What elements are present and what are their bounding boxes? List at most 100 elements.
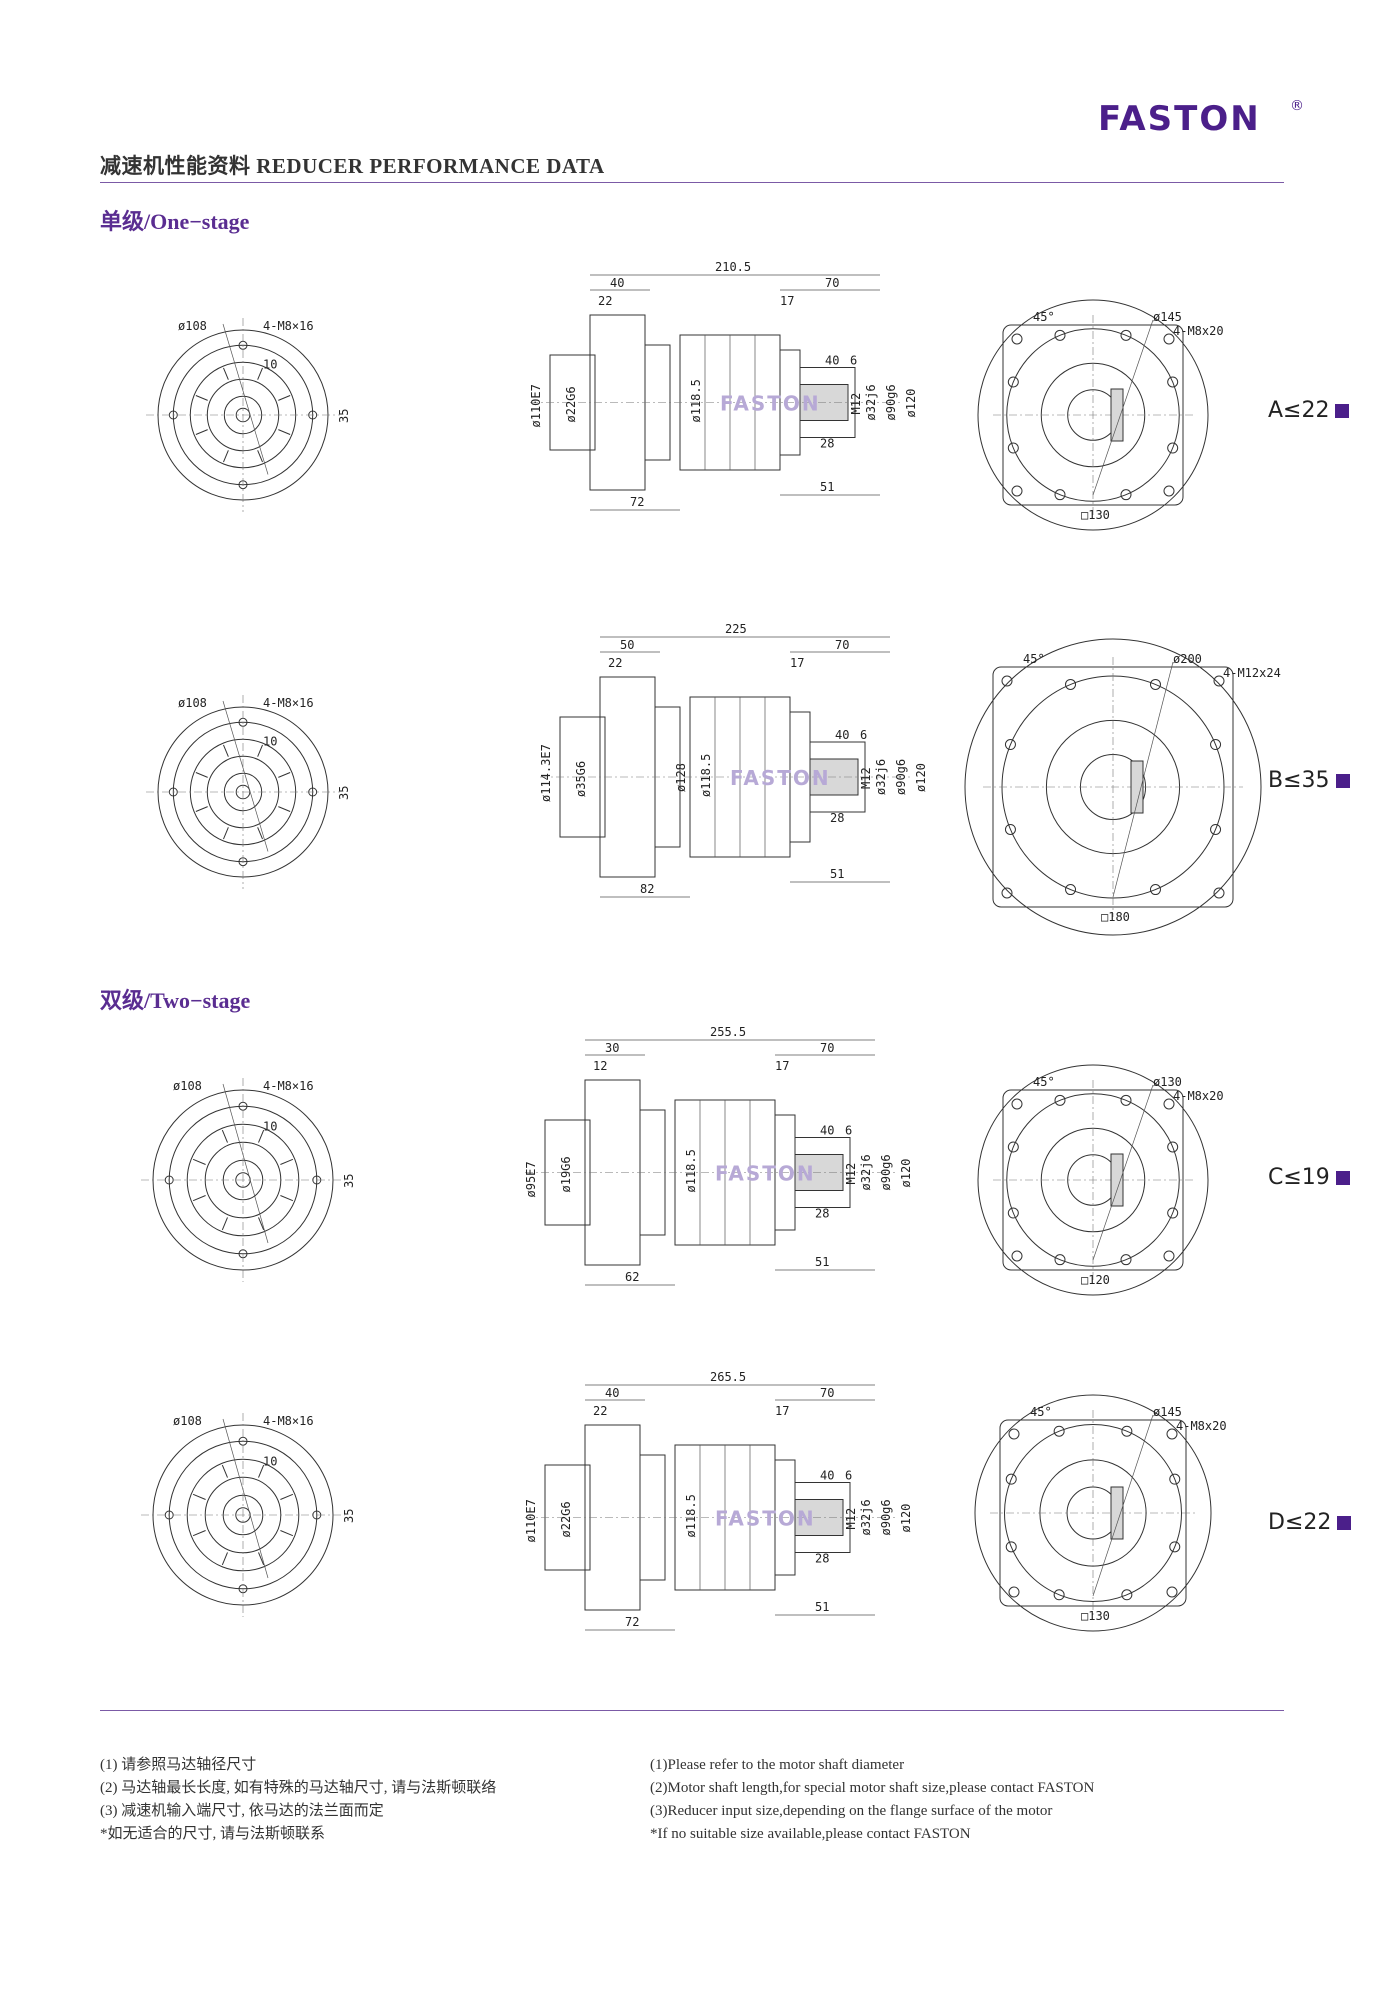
front-rib (223, 367, 229, 380)
section-two-stage: 双级/Two−stage (100, 988, 251, 1013)
label-d22: 12 (593, 1059, 607, 1073)
bolt-hole-icon (1004, 823, 1016, 835)
bolt-hole-icon (1120, 329, 1132, 341)
label-total-length: 225 (725, 622, 747, 636)
bolt-hole-icon (1210, 823, 1222, 835)
label-body-dia-2: ø118.5 (699, 754, 713, 797)
corner-hole-icon (1163, 1250, 1175, 1262)
label-bore-dia: ø22G6 (559, 1501, 573, 1537)
front-rib (195, 395, 208, 401)
label-square-size: □180 (1101, 910, 1130, 924)
label-end-holes: 4-M8x20 (1173, 324, 1224, 338)
bolt-hole-icon (1210, 739, 1222, 751)
front-rib (257, 744, 263, 757)
bolt-hole-icon (1004, 739, 1016, 751)
model-label-b: B≤35 (1268, 768, 1350, 793)
front-rib (258, 1217, 265, 1231)
brand-text: FASTON (1098, 99, 1261, 139)
label-shoulder-dia: ø90g6 (879, 1499, 893, 1535)
section-one-stage: 单级/One−stage (100, 209, 250, 234)
key-section (1110, 388, 1124, 442)
label-flange-length: 40 (605, 1386, 619, 1400)
label-d51: 51 (830, 867, 844, 881)
label-d51: 51 (820, 480, 834, 494)
label-shoulder-dia: ø90g6 (884, 384, 898, 420)
label-flange-dia: ø110E7 (529, 384, 543, 427)
bolt-hole-icon (1120, 489, 1132, 501)
note-cn-4: *如无适合的尺寸, 请与法斯顿联系 (100, 1826, 326, 1842)
bolt-hole-icon (1007, 1207, 1019, 1219)
leader-line (222, 1418, 269, 1579)
label-bolt-circle: ø108 (173, 1079, 202, 1093)
label-thread: M12 (859, 767, 873, 789)
label-d72: 72 (630, 495, 644, 509)
label-output-length: 70 (825, 276, 839, 290)
bolt-hole-icon (1120, 1094, 1132, 1106)
front-rib (221, 1552, 228, 1566)
front-rib (192, 1158, 206, 1165)
watermark-text: FASTON (715, 1162, 816, 1186)
label-total-length: 255.5 (710, 1025, 746, 1039)
label-d22: 22 (593, 1404, 607, 1418)
label-body-dia-2: ø118.5 (684, 1149, 698, 1192)
notes-chinese: (1) 请参照马达轴径尺寸 (2) 马达轴最长长度, 如有特殊的马达轴尺寸, 请… (100, 1754, 496, 1846)
leader-line (222, 323, 269, 475)
label-d17: 17 (775, 1059, 789, 1073)
footer-rule (100, 1710, 1284, 1711)
square-marker-icon (1335, 1170, 1350, 1185)
label-pcd: ø145 (1153, 1405, 1182, 1419)
label-pcd: ø145 (1153, 310, 1182, 324)
bolt-hole-icon (1167, 1141, 1179, 1153)
front-rib (278, 806, 291, 812)
front-rib (280, 1530, 294, 1537)
bolt-hole-icon (1054, 489, 1066, 501)
front-pilot-ring (186, 1123, 300, 1237)
label-outer-dia: ø120 (904, 389, 918, 418)
corner-hole-icon (1213, 675, 1225, 687)
label-bore-dia: ø35G6 (574, 761, 588, 797)
end-bolt-circle (1006, 328, 1180, 502)
corner-hole-icon (1001, 887, 1013, 899)
leader-line (1092, 319, 1154, 496)
model-text: B≤35 (1268, 768, 1330, 793)
model-label-c: C≤19 (1268, 1165, 1350, 1190)
label-shoulder-dia: ø90g6 (894, 759, 908, 795)
note-en-2: (2)Motor shaft length,for special motor … (650, 1780, 1095, 1796)
label-shaft-dia: ø32j6 (874, 759, 888, 795)
leader-line (222, 700, 269, 852)
bolt-hole-icon (1169, 1541, 1181, 1553)
note-en-3: (3)Reducer input size,depending on the f… (650, 1803, 1053, 1819)
bolt-hole-icon (1149, 678, 1161, 690)
front-rib (258, 1464, 265, 1478)
front-rib (195, 772, 208, 778)
label-output-length: 70 (820, 1386, 834, 1400)
model-text: A≤22 (1268, 398, 1330, 423)
registered-mark: ® (1290, 98, 1304, 114)
label-d22: 22 (598, 294, 612, 308)
bolt-hole-icon (1007, 1141, 1019, 1153)
label-dim35: 35 (342, 1509, 356, 1523)
watermark-text: FASTON (730, 766, 831, 790)
note-cn-1: (1) 请参照马达轴径尺寸 (100, 1757, 257, 1773)
square-marker-icon (1335, 773, 1350, 788)
note-cn-3: (3) 减速机输入端尺寸, 依马达的法兰面而定 (100, 1803, 384, 1819)
label-square-size: □120 (1081, 1273, 1110, 1287)
label-shoulder-dia: ø90g6 (879, 1154, 893, 1190)
label-holes: 4-M8×16 (263, 319, 314, 333)
label-bolt-circle: ø108 (178, 319, 207, 333)
bolt-hole-icon (1167, 376, 1179, 388)
watermark-text: FASTON (720, 392, 821, 416)
front-rib (257, 450, 263, 463)
label-d72: 62 (625, 1270, 639, 1284)
key-section (1110, 1153, 1124, 1207)
label-d6: 6 (845, 1469, 852, 1483)
label-dim35: 35 (342, 1174, 356, 1188)
label-square-size: □130 (1081, 508, 1110, 522)
label-flange-dia: ø114.3E7 (539, 744, 553, 802)
corner-hole-icon (1008, 1428, 1020, 1440)
label-dim35: 35 (337, 409, 351, 423)
corner-hole-icon (1163, 1098, 1175, 1110)
front-rib (223, 450, 229, 463)
